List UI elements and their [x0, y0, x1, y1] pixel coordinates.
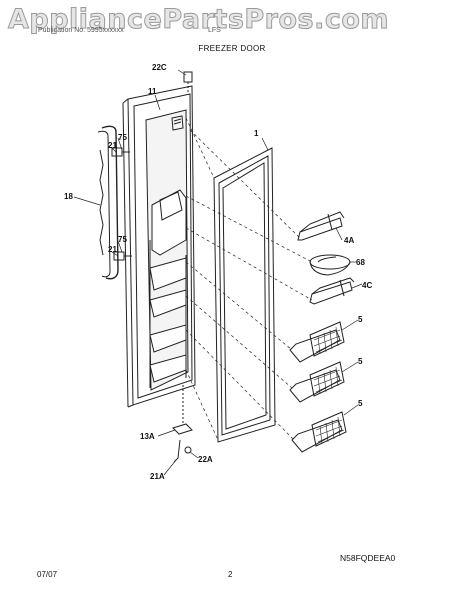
callout-13A: 13A — [140, 432, 155, 441]
callout-5-mid: 5 — [358, 357, 363, 366]
page-title: FREEZER DOOR — [198, 44, 266, 53]
footer-page-number: 2 — [228, 570, 233, 579]
door-gasket — [213, 147, 276, 443]
diagram-code: N58FQDEEA0 — [340, 553, 396, 563]
callout-4C: 4C — [362, 281, 372, 290]
callout-21-bottom: 21 — [108, 245, 117, 254]
callout-22A: 22A — [198, 455, 213, 464]
bin-4C — [309, 277, 355, 305]
callout-5-bottom: 5 — [358, 399, 363, 408]
door-handle — [97, 125, 132, 280]
publication-header: Publication No. 5995xxxxxx — [38, 27, 124, 34]
callout-4A: 4A — [344, 236, 354, 245]
projection-lines — [185, 117, 313, 441]
leader-lines — [73, 69, 363, 476]
callout-21A: 21A — [150, 472, 165, 481]
callout-1: 1 — [254, 129, 259, 138]
basket-5-mid — [289, 361, 345, 403]
callout-68: 68 — [356, 258, 365, 267]
door-shell — [122, 85, 196, 408]
callout-21-top: 21 — [108, 141, 117, 150]
basket-5-top — [289, 321, 345, 363]
callout-22C: 22C — [152, 63, 167, 72]
bin-4A — [297, 211, 345, 241]
model-header: LFS — [208, 27, 221, 34]
top-hinge-pin — [183, 71, 193, 92]
callout-5-top: 5 — [358, 315, 363, 324]
bottom-hinge — [172, 385, 193, 463]
footer-date: 07/07 — [37, 570, 58, 579]
callout-18: 18 — [64, 192, 73, 201]
cup-68 — [309, 254, 351, 276]
callout-75-top: 75 — [118, 133, 127, 142]
callout-75-bottom: 75 — [118, 235, 127, 244]
callout-11: 11 — [148, 87, 157, 96]
basket-5-bottom — [291, 411, 347, 453]
